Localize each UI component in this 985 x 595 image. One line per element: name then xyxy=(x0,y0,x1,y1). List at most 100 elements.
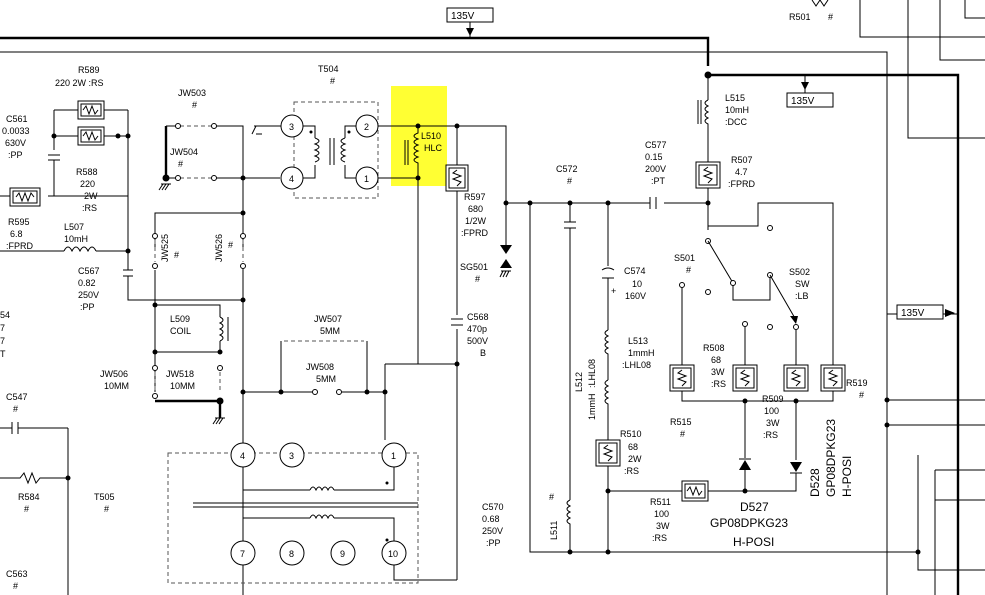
r589-label: R589 xyxy=(78,65,100,75)
d528-label: D528 xyxy=(808,468,822,497)
r511-resistor xyxy=(681,480,709,502)
c572-label: C572 xyxy=(556,164,578,174)
l510-value: HLC xyxy=(424,143,443,153)
voltage-tag-right-upper-label: 135V xyxy=(791,96,815,107)
r597-label: R597 xyxy=(464,192,486,202)
jw507-label: JW507 xyxy=(314,314,342,324)
t505-label: T505 xyxy=(94,492,115,502)
c563-label: C563 xyxy=(6,569,28,579)
c577-value-2: 200V xyxy=(645,164,666,174)
t504-pin2: 2 xyxy=(364,122,369,132)
r595-label: R595 xyxy=(8,217,30,227)
c574-value-2: 160V xyxy=(625,291,646,301)
r597-value-3: :FPRD xyxy=(461,228,489,238)
c547-label: C547 xyxy=(6,392,28,402)
s502-value-1: SW xyxy=(795,279,810,289)
r595-value-1: 6.8 xyxy=(10,229,23,239)
r510-value-2: 2W xyxy=(628,454,642,464)
t505-value: # xyxy=(104,504,109,514)
c568-label: C568 xyxy=(467,312,489,322)
r597-value-1: 680 xyxy=(468,204,483,214)
c572-value: # xyxy=(567,176,572,186)
c561-value-3: :PP xyxy=(8,150,23,160)
l511-value: # xyxy=(549,492,554,502)
l511-label: L511 xyxy=(549,521,559,540)
l512-value-2: 1mmH xyxy=(587,394,597,421)
t504-label: T504 xyxy=(318,64,339,74)
jw525-label: JW525 xyxy=(160,234,170,262)
c570-value-3: :PP xyxy=(486,538,501,548)
r515-value: # xyxy=(680,429,685,439)
r588-value-3: :RS xyxy=(82,203,97,213)
left-fragment-4: T xyxy=(0,349,6,359)
l507-label: L507 xyxy=(64,222,84,232)
r508-value-2: 3W xyxy=(711,367,725,377)
l509-value: COIL xyxy=(170,326,191,336)
c563-value: # xyxy=(13,581,18,591)
sg501-label: SG501 xyxy=(460,262,488,272)
r509-resistor xyxy=(783,364,809,392)
r509-value-1: 100 xyxy=(764,406,779,416)
l512-value-1: :LHL08 xyxy=(587,359,597,388)
c577-label: C577 xyxy=(645,140,667,150)
r597-value-2: 1/2W xyxy=(465,216,487,226)
r509-value-2: 3W xyxy=(766,418,780,428)
t505-pin1: 1 xyxy=(391,451,396,461)
t504-pin1: 1 xyxy=(364,174,369,184)
r519-value: # xyxy=(859,390,864,400)
s502-label: S502 xyxy=(789,267,810,277)
c570-label: C570 xyxy=(482,502,504,512)
jw504-value: # xyxy=(178,159,183,169)
r595-resistor xyxy=(9,187,41,207)
r511-label: R511 xyxy=(650,497,671,507)
left-fragment-2: 7 xyxy=(0,323,5,333)
r589-resistor xyxy=(77,100,105,120)
voltage-tag-right-mid: 135V xyxy=(896,304,955,320)
voltage-tag-top-label: 135V xyxy=(451,11,475,22)
c570-value-2: 250V xyxy=(482,526,503,536)
c568-value-3: B xyxy=(480,348,486,358)
jw526-value: # xyxy=(228,240,233,250)
r519-label: R519 xyxy=(846,378,868,388)
c561-value-2: 630V xyxy=(5,138,26,148)
r507-value-1: 4.7 xyxy=(735,167,748,177)
r511-value-2: 3W xyxy=(656,521,670,531)
r588-value-2: 2W xyxy=(84,191,98,201)
r508-value-3: :RS xyxy=(711,379,726,389)
r519-resistor xyxy=(820,364,846,392)
r509-label: R509 xyxy=(762,394,784,404)
jw507-value: 5MM xyxy=(320,326,340,336)
voltage-tag-right-upper: 135V xyxy=(708,74,834,108)
d527-type: H-POSI xyxy=(733,535,774,549)
t504-pin4: 4 xyxy=(289,174,294,184)
jw503-value: # xyxy=(192,100,197,110)
l509-label: L509 xyxy=(170,314,190,324)
c567-label: C567 xyxy=(78,266,100,276)
c574-label: C574 xyxy=(624,266,646,276)
jw518-value: 10MM xyxy=(170,381,195,391)
r595-value-2: :FPRD xyxy=(6,241,34,251)
c574-plus: + xyxy=(611,286,616,296)
jw503-label: JW503 xyxy=(178,88,206,98)
t505-pin4: 4 xyxy=(240,451,245,461)
l513-label: L513 xyxy=(628,336,648,346)
r508-value-1: 68 xyxy=(711,355,721,365)
l513-value-2: :LHL08 xyxy=(622,360,651,370)
r507-resistor xyxy=(695,161,721,189)
r501-label: R501 xyxy=(789,12,811,22)
d527-part: GP08DPKG23 xyxy=(710,516,788,530)
t505-pin10: 10 xyxy=(388,549,398,559)
r509-value-3: :RS xyxy=(763,430,778,440)
jw526-label: JW526 xyxy=(214,234,224,262)
t504-pin3: 3 xyxy=(289,122,294,132)
c570-value-1: 0.68 xyxy=(482,514,500,524)
r507-value-2: :FPRD xyxy=(728,179,756,189)
s501-label: S501 xyxy=(674,253,695,263)
r508-label: R508 xyxy=(703,343,725,353)
l510-highlight xyxy=(391,86,447,186)
c567-value-2: 250V xyxy=(78,290,99,300)
r510-resistor xyxy=(595,439,621,467)
r584-value: # xyxy=(24,504,29,514)
c568-value-1: 470p xyxy=(467,324,487,334)
